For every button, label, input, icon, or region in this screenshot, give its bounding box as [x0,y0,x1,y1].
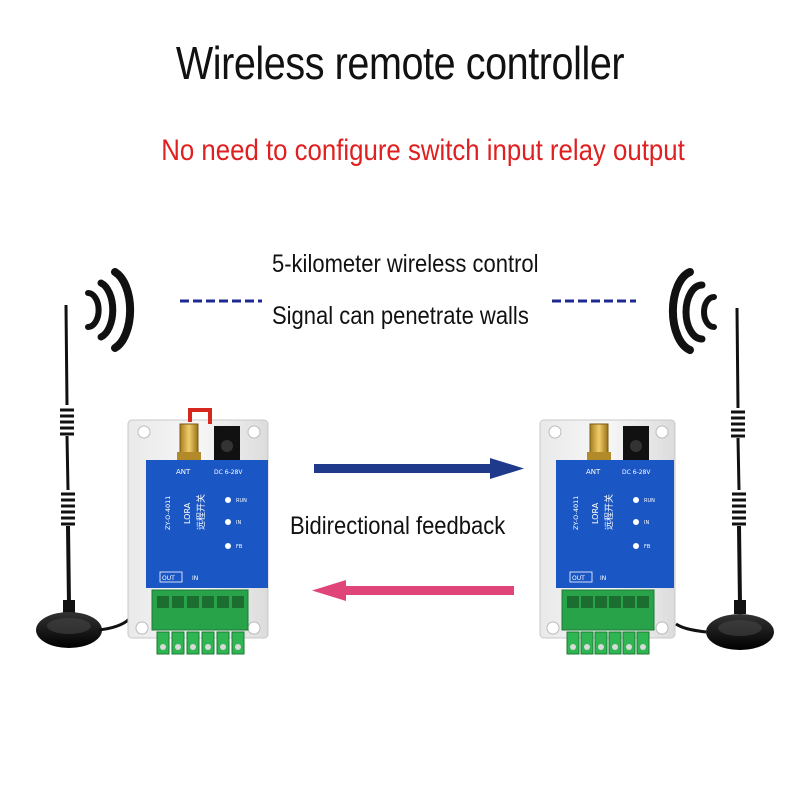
in-label: IN [192,575,198,582]
led-in-label: IN [236,520,241,526]
model-label: ZY-O-4011 [164,496,172,530]
model-label-right: ZY-O-4011 [572,496,580,530]
chinese-label-right: 远程开关 [603,494,615,530]
led-fb-label-right: FB [644,544,651,550]
range-label: 5-kilometer wireless control [272,250,539,278]
walls-label: Signal can penetrate walls [272,302,529,330]
wifi-signal-right-icon [668,268,717,354]
right-relay-module: ANT DC 6-28V ZY-O-4011 LORA 远程开关 RUN IN … [539,419,676,655]
out-label: OUT [162,575,175,582]
led-fb-label: FB [236,544,243,550]
page-title: Wireless remote controller [175,37,625,89]
wifi-signal-left-icon [85,268,135,352]
feedback-label: Bidirectional feedback [290,512,506,540]
led-in-label-right: IN [644,520,649,526]
feedback-arrow [312,580,514,601]
ant-label-right: ANT [586,468,601,476]
in-label-right: IN [600,575,606,582]
left-antenna [36,268,135,648]
forward-arrow [314,458,524,479]
out-label-right: OUT [572,575,585,582]
ant-label: ANT [176,468,191,476]
power-label: DC 6-28V [214,469,243,476]
led-run-label: RUN [236,498,247,504]
left-relay-module: ANT DC 6-28V ZY-O-4011 LORA 远程开关 RUN IN … [127,408,269,655]
led-run-label-right: RUN [644,498,655,504]
lora-label-right: LORA [591,502,600,524]
power-label-right: DC 6-28V [622,469,651,476]
right-antenna [668,268,774,650]
subtitle: No need to configure switch input relay … [161,134,685,167]
chinese-label: 远程开关 [195,494,207,530]
lora-label: LORA [183,502,192,524]
